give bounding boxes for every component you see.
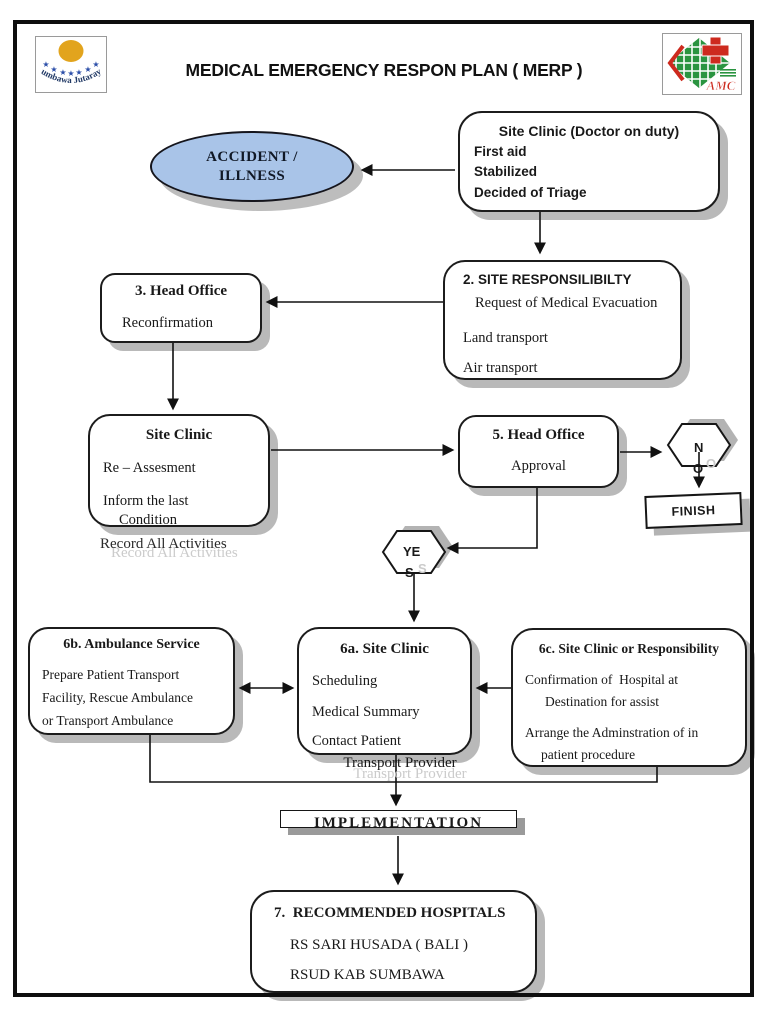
node-head-office-5: 5. Head Office Approval [458, 415, 619, 488]
node-item: Stabilized [474, 164, 538, 179]
node-site-clinic-6a: 6a. Site Clinic Scheduling Medical Summa… [297, 627, 472, 755]
node-item: Arrange the Adminstration of in [525, 725, 699, 740]
node-site-clinic-duty: Site Clinic (Doctor on duty) First aid S… [458, 111, 720, 212]
amc-chevron-icon [667, 44, 685, 82]
node-item: Condition [119, 512, 178, 528]
node-title: Site Clinic [145, 427, 213, 443]
finish-box: FINISH [644, 491, 743, 530]
node-item: Facility, Rescue Ambulance [42, 690, 193, 705]
accident-illness-ellipse: ACCIDENT / ILLNESS [150, 131, 354, 202]
node-title: 2. SITE RESPONSILIBILTY [463, 272, 632, 287]
sumbawa-logo-icon: ★★★ ★★★ ★ Sumbawa Jutaraya [32, 28, 107, 93]
amc-logo-icon: AMC [662, 33, 742, 95]
node-title: 7. RECOMMENDED HOSPITALS [274, 905, 506, 921]
node-item: Inform the last [103, 493, 189, 509]
node-item: Re – Assesment [103, 460, 196, 476]
svg-text:★: ★ [92, 60, 99, 69]
record-activities-ghost: Record All Activities [111, 545, 238, 561]
amc-logo-text: AMC [706, 78, 736, 93]
node-head-office-3: 3. Head Office Reconfirmation [100, 273, 262, 343]
record-activities-note: Record All Activities [100, 536, 227, 552]
node-item: RS SARI HUSADA ( BALI ) [290, 937, 468, 953]
node-implementation: IMPLEMENTATION [280, 810, 517, 828]
amc-logo: AMC [662, 33, 742, 100]
node-item: Land transport [463, 330, 548, 346]
transport-provider-overflow: Transport Provider [343, 755, 457, 771]
node-title: 3. Head Office [134, 283, 228, 299]
node-title: 6b. Ambulance Service [63, 637, 200, 652]
node-title: 5. Head Office [492, 427, 585, 443]
node-item: Decided of Triage [474, 185, 587, 200]
svg-text:★: ★ [42, 60, 49, 69]
node-site-clinic-6c: 6c. Site Clinic or Responsibility Confir… [511, 628, 747, 767]
node-item: Reconfirmation [122, 315, 214, 331]
node-item: First aid [474, 144, 527, 159]
node-item: Scheduling [312, 673, 378, 689]
no-label-line1: N [694, 440, 704, 455]
accident-line1: ACCIDENT / [206, 148, 298, 165]
yes-label-line2: S [405, 565, 414, 580]
node-item: Prepare Patient Transport [42, 667, 180, 682]
node-title: Site Clinic (Doctor on duty) [498, 123, 680, 139]
node-item: patient procedure [541, 747, 636, 762]
node-title: 6c. Site Clinic or Responsibility [538, 641, 720, 656]
decision-yes-hexagon [381, 526, 453, 574]
node-site-responsibility: 2. SITE RESPONSILIBILTY Request of Medic… [443, 260, 682, 380]
svg-text:★: ★ [59, 68, 66, 77]
finish-terminator: FINISH [644, 491, 751, 536]
svg-text:★: ★ [50, 65, 57, 74]
node-item: Air transport [463, 360, 538, 376]
node-recommended-hospitals: 7. RECOMMENDED HOSPITALS RS SARI HUSADA … [250, 890, 537, 993]
node-item: RSUD KAB SUMBAWA [290, 967, 445, 983]
yes-label-ghost: S [418, 561, 427, 576]
node-item: Request of Medical Evacuation [475, 295, 658, 311]
svg-text:★: ★ [67, 69, 74, 78]
node-item: Medical Summary [312, 704, 420, 720]
red-cross-icon [701, 36, 730, 65]
decision-no-hexagon [666, 419, 738, 467]
node-title: 6a. Site Clinic [340, 641, 429, 657]
node-item: Destination for assist [545, 694, 659, 709]
svg-text:★: ★ [75, 68, 82, 77]
svg-text:★: ★ [84, 65, 91, 74]
no-label-ghost: O [706, 456, 717, 471]
sumbawa-jutaraya-logo: ★★★ ★★★ ★ Sumbawa Jutaraya [32, 28, 107, 98]
node-site-clinic-4: Site Clinic Re – Assesment Inform the la… [88, 414, 270, 528]
yes-label-line1: YE [403, 544, 421, 559]
node-item: Contact Patient [312, 733, 401, 749]
accident-line2: ILLNESS [218, 167, 286, 184]
no-label-line2: O [693, 461, 704, 476]
node-item: or Transport Ambulance [42, 713, 174, 728]
page-title: MEDICAL EMERGENCY RESPON PLAN ( MERP ) [185, 60, 583, 80]
node-item: Confirmation of Hospital at [525, 672, 678, 687]
implementation-label: IMPLEMENTATION [313, 815, 484, 828]
node-item: Approval [511, 458, 566, 474]
node-ambulance-6b: 6b. Ambulance Service Prepare Patient Tr… [28, 627, 235, 735]
